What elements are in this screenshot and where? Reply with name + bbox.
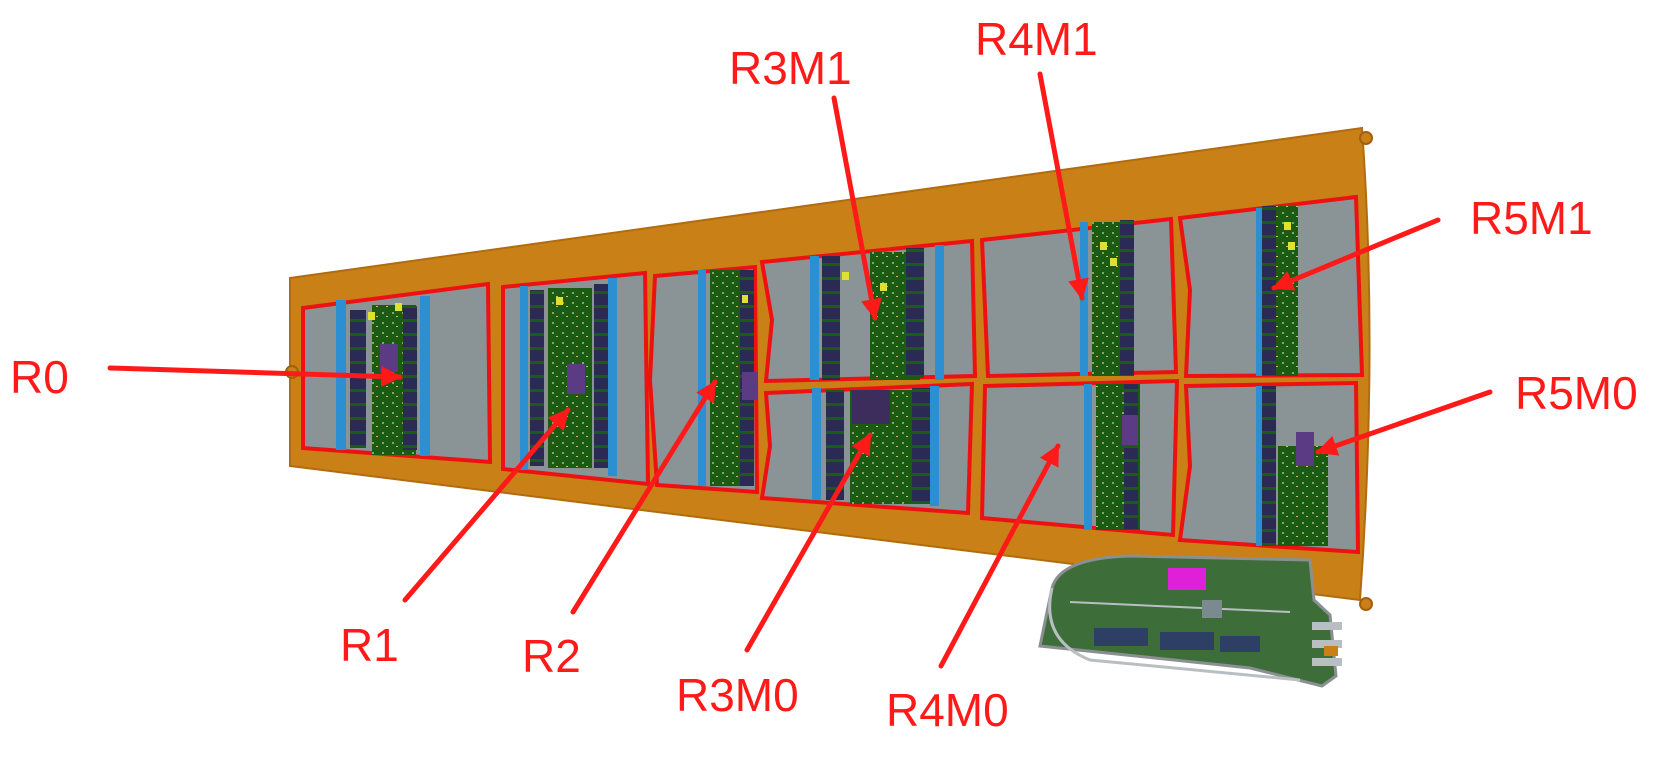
arrow-r1 bbox=[402, 407, 571, 603]
arrow-r2 bbox=[570, 379, 718, 615]
label-r0: R0 bbox=[10, 351, 69, 403]
arrow-r3m1 bbox=[831, 95, 882, 321]
petal-locator-top bbox=[1359, 131, 1373, 145]
label-r5m1: R5M1 bbox=[1470, 192, 1593, 244]
module-r4m0 bbox=[979, 378, 1180, 538]
module-r5m1 bbox=[1177, 194, 1365, 379]
label-r4m1: R4M1 bbox=[975, 13, 1098, 65]
module-r1 bbox=[501, 270, 651, 487]
arrow-r0 bbox=[107, 365, 403, 387]
module-r3m1 bbox=[759, 238, 978, 384]
arrow-r4m1 bbox=[1037, 71, 1089, 301]
label-r5m0: R5M0 bbox=[1515, 367, 1638, 419]
annotation-arrows bbox=[107, 71, 1493, 669]
label-r2: R2 bbox=[522, 630, 581, 682]
arrow-r4m0 bbox=[938, 443, 1061, 669]
module-r4m1 bbox=[979, 216, 1179, 379]
arrow-r5m1 bbox=[1271, 217, 1441, 291]
module-r3m0 bbox=[759, 381, 975, 516]
label-r1: R1 bbox=[340, 619, 399, 671]
module-r5m0 bbox=[1177, 380, 1361, 555]
arrow-r3m0 bbox=[744, 432, 873, 653]
eos-card bbox=[1038, 554, 1342, 688]
label-r4m0: R4M0 bbox=[886, 684, 1009, 736]
label-r3m0: R3M0 bbox=[676, 669, 799, 721]
arrow-r5m0 bbox=[1315, 389, 1493, 456]
petal-locator-bottom bbox=[1359, 597, 1373, 611]
module-r2 bbox=[647, 264, 760, 495]
label-r3m1: R3M1 bbox=[729, 42, 852, 94]
